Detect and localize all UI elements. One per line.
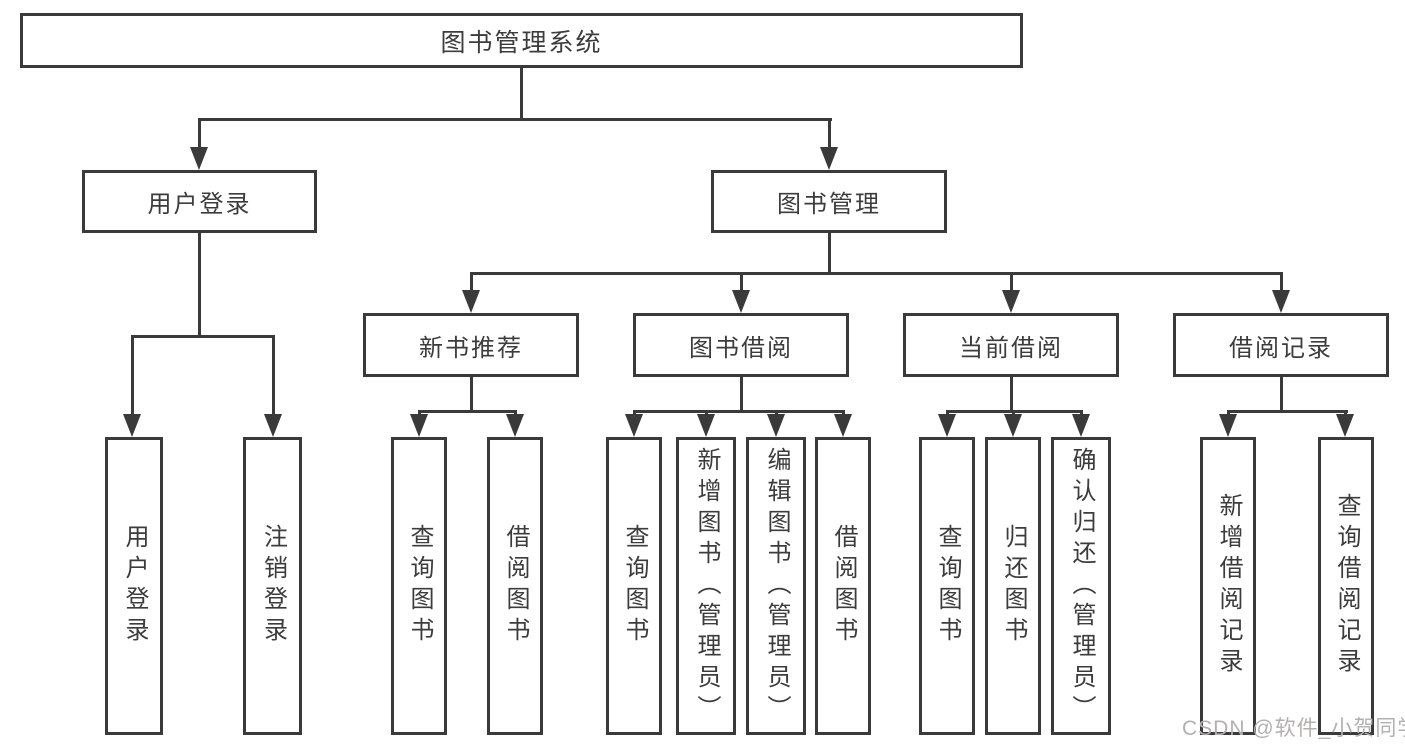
connector-line (633, 410, 845, 413)
arrowhead-icon (506, 414, 524, 437)
connector-line (828, 233, 831, 274)
arrowhead-icon (732, 290, 750, 313)
connector-line (1010, 272, 1013, 293)
node-borrowing-records-label: 借阅记录 (1229, 334, 1333, 362)
leaf-edit-book-admin: 编辑图书（管理员） (746, 437, 806, 735)
arrowhead-icon (938, 414, 956, 437)
leaf-borrow-books-borrowing-label: 借阅图书 (830, 524, 857, 648)
arrowhead-icon (190, 147, 208, 170)
connector-line (1010, 377, 1013, 410)
arrowhead-icon (820, 147, 838, 170)
leaf-add-borrow-record: 新增借阅记录 (1200, 437, 1256, 735)
leaf-confirm-return-admin: 确认归还（管理员） (1051, 437, 1111, 735)
arrowhead-icon (1072, 414, 1090, 437)
node-borrowing-records: 借阅记录 (1173, 313, 1389, 377)
connector-line (131, 335, 134, 416)
node-book-borrowing: 图书借阅 (633, 313, 849, 377)
leaf-query-books-borrowing: 查询图书 (606, 437, 662, 735)
node-library-management-system: 图书管理系统 (20, 13, 1023, 68)
connector-line (198, 118, 832, 121)
node-new-book-recommend-label: 新书推荐 (419, 334, 523, 362)
connector-line (418, 410, 517, 413)
arrowhead-icon (625, 414, 643, 437)
connector-line (272, 335, 275, 416)
connector-line (198, 233, 201, 335)
connector-line (470, 272, 473, 293)
leaf-query-books-recommend-label: 查询图书 (406, 524, 433, 648)
node-book-management-group-label: 图书管理 (777, 191, 881, 218)
leaf-query-borrow-record-label: 查询借阅记录 (1333, 493, 1360, 679)
node-book-borrowing-label: 图书借阅 (689, 334, 793, 362)
connector-line (1227, 410, 1348, 413)
leaf-borrow-books-recommend-label: 借阅图书 (502, 524, 529, 648)
arrowhead-icon (410, 414, 428, 437)
leaf-borrow-books-borrowing: 借阅图书 (815, 437, 871, 735)
arrowhead-icon (1336, 414, 1354, 437)
leaf-add-borrow-record-label: 新增借阅记录 (1215, 493, 1242, 679)
connector-line (198, 118, 201, 150)
arrowhead-icon (264, 414, 282, 437)
connector-line (740, 272, 743, 293)
leaf-confirm-return-admin-label: 确认归还（管理员） (1068, 446, 1095, 726)
node-new-book-recommend: 新书推荐 (363, 313, 579, 377)
node-current-borrowing-label: 当前借阅 (959, 334, 1063, 362)
leaf-return-books-label: 归还图书 (1000, 524, 1027, 648)
leaf-edit-book-admin-label: 编辑图书（管理员） (763, 446, 790, 726)
connector-line (131, 335, 275, 338)
arrowhead-icon (1272, 290, 1290, 313)
leaf-query-books-recommend: 查询图书 (391, 437, 447, 735)
connector-line (470, 272, 1283, 275)
arrowhead-icon (123, 414, 141, 437)
arrowhead-icon (1002, 290, 1020, 313)
node-library-management-system-label: 图书管理系统 (440, 28, 603, 57)
leaf-add-book-admin-label: 新增图书（管理员） (693, 446, 720, 726)
leaf-query-books-current-label: 查询图书 (934, 524, 961, 648)
connector-line (470, 377, 473, 410)
leaf-borrow-books-recommend: 借阅图书 (487, 437, 543, 735)
leaf-query-books-current: 查询图书 (919, 437, 975, 735)
node-user-login-group-label: 用户登录 (147, 191, 252, 218)
connector-line (520, 68, 523, 118)
node-book-management-group: 图书管理 (711, 170, 947, 233)
arrowhead-icon (834, 414, 852, 437)
arrowhead-icon (767, 414, 785, 437)
arrowhead-icon (697, 414, 715, 437)
leaf-query-borrow-record: 查询借阅记录 (1318, 437, 1374, 735)
connector-line (1280, 272, 1283, 293)
leaf-user-login-label: 用户登录 (121, 524, 148, 648)
leaf-logout-label: 注销登录 (259, 524, 287, 648)
leaf-return-books: 归还图书 (985, 437, 1041, 735)
arrowhead-icon (1004, 414, 1022, 437)
leaf-add-book-admin: 新增图书（管理员） (676, 437, 736, 735)
connector-line (740, 377, 743, 410)
leaf-logout: 注销登录 (243, 437, 302, 735)
node-current-borrowing: 当前借阅 (903, 313, 1119, 377)
node-user-login-group: 用户登录 (82, 170, 317, 233)
leaf-user-login: 用户登录 (105, 437, 163, 735)
connector-line (1280, 377, 1283, 410)
connector-line (828, 118, 831, 150)
csdn-watermark: CSDN @软件_小贺同学 (1182, 717, 1405, 740)
leaf-query-books-borrowing-label: 查询图书 (621, 524, 648, 648)
arrowhead-icon (462, 290, 480, 313)
arrowhead-icon (1219, 414, 1237, 437)
